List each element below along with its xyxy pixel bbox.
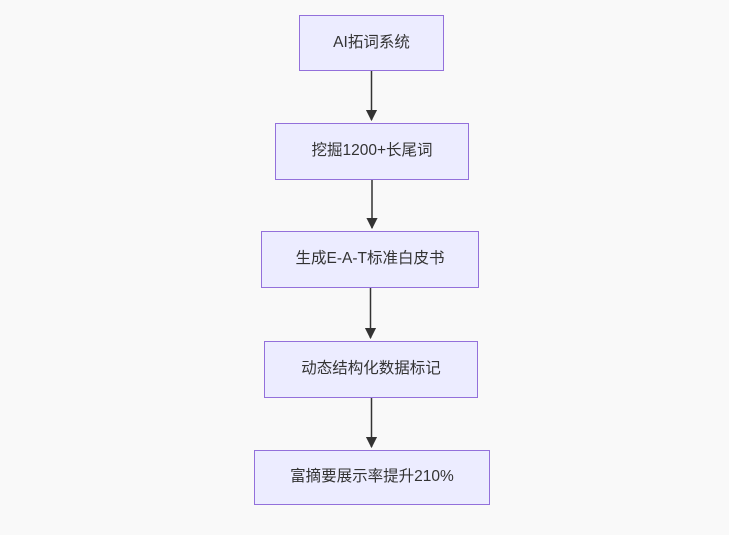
flow-node-label: 生成E-A-T标准白皮书 [295,250,445,268]
flow-node-label: 挖掘1200+长尾词 [311,142,433,160]
flow-node-dynamic-structured-data-markup: 动态结构化数据标记 [264,341,478,398]
flow-node-mine-longtail-keywords: 挖掘1200+长尾词 [275,123,469,180]
flow-node-label: AI拓词系统 [333,33,410,51]
flow-node-label: 富摘要展示率提升210% [290,468,454,486]
flow-node-rich-snippet-rate-increase: 富摘要展示率提升210% [254,450,490,505]
flow-node-generate-eat-whitepaper: 生成E-A-T标准白皮书 [261,231,479,288]
flow-node-label: 动态结构化数据标记 [301,360,441,378]
flow-node-ai-word-expansion-system: AI拓词系统 [299,15,444,71]
